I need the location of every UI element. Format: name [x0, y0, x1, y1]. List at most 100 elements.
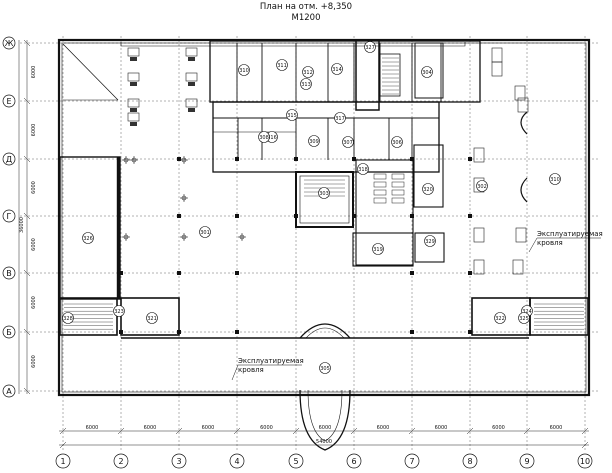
- column: [468, 157, 472, 161]
- wc-block: [355, 159, 414, 266]
- room-number: 304: [422, 70, 432, 76]
- room-number: 324: [522, 309, 532, 315]
- column: [119, 271, 123, 275]
- axis-bubble: [577, 453, 593, 469]
- walls: [57, 38, 591, 451]
- fixture-circle: [123, 234, 129, 240]
- dim-span-label: 6000: [550, 425, 563, 431]
- axis-number: 8: [467, 457, 472, 466]
- dimension-chain: [18, 39, 589, 449]
- room-number: 307: [343, 140, 353, 146]
- axis-bubble: [519, 453, 535, 469]
- axis-number: 9: [524, 457, 529, 466]
- toilet-stall: [391, 181, 405, 188]
- entrance-arch: [299, 323, 351, 339]
- desk: [185, 98, 198, 108]
- fixture-circle: [181, 157, 187, 163]
- chair: [188, 108, 195, 112]
- axis-letter: Б: [6, 328, 12, 337]
- room-number: 328: [63, 316, 73, 322]
- dim-tick: [408, 427, 416, 435]
- room-number: 302: [477, 184, 487, 190]
- dim-span-label: 6000: [31, 355, 37, 368]
- room-number: 322: [495, 316, 505, 322]
- outer-wall: [57, 38, 591, 397]
- dim-span-label: 6000: [31, 66, 37, 79]
- column: [352, 214, 356, 218]
- dim-total-label: 36000: [19, 217, 25, 233]
- room-number: 305: [320, 366, 330, 372]
- room-marker: [146, 312, 158, 324]
- axis-bubble: [346, 453, 362, 469]
- desk: [127, 72, 140, 82]
- dim-span-label: 6000: [31, 124, 37, 137]
- dim-tick: [581, 441, 589, 449]
- room-marker: [372, 243, 384, 255]
- axis-bubble: [2, 94, 16, 108]
- axis-bubble: [2, 152, 16, 166]
- core-middle: [212, 101, 440, 173]
- axis-bubble: [404, 453, 420, 469]
- room-number: 320: [423, 187, 433, 193]
- desk: [473, 147, 485, 163]
- desk: [512, 259, 524, 275]
- column: [410, 271, 414, 275]
- axis-letter: А: [6, 387, 12, 396]
- room-number: 303: [319, 191, 329, 197]
- axis-number: 4: [234, 457, 239, 466]
- stair-303-inner: [299, 175, 350, 224]
- column: [235, 330, 239, 334]
- axis-bubble: [2, 325, 16, 339]
- desk: [185, 72, 198, 82]
- room-number: 319: [373, 247, 383, 253]
- column: [119, 330, 123, 334]
- atrium-diagonal: [62, 43, 119, 101]
- room-number: 309: [309, 139, 319, 145]
- room-329-wall: [414, 232, 445, 263]
- desk: [127, 98, 140, 108]
- dim-span-label: 6000: [492, 425, 505, 431]
- axis-bubble: [462, 453, 478, 469]
- dim-span-label: 6000: [144, 425, 157, 431]
- room-number: 327: [365, 45, 375, 51]
- room-number: 329: [425, 239, 435, 245]
- desk: [185, 47, 198, 57]
- fixture-circle: [239, 234, 245, 240]
- room-marker: [476, 180, 488, 192]
- room-number: 311: [277, 63, 287, 69]
- room-number: 313: [301, 82, 311, 88]
- dim-span-label: 6000: [260, 425, 273, 431]
- dim-tick: [581, 427, 589, 435]
- room-marker: [319, 362, 331, 374]
- axis-bubble: [2, 209, 16, 223]
- dim-total-label: 54000: [316, 439, 332, 445]
- room-number: 326: [83, 236, 93, 242]
- axis-number: 1: [60, 457, 65, 466]
- desk: [517, 97, 529, 113]
- axis-letter: В: [6, 269, 12, 278]
- column: [468, 214, 472, 218]
- room-marker: [300, 78, 312, 90]
- stair-left-wall: [59, 297, 118, 336]
- toilet-stall: [391, 189, 405, 196]
- column: [410, 157, 414, 161]
- room-number: 308: [259, 135, 269, 141]
- dim-span-label: 6000: [319, 425, 332, 431]
- column: [235, 157, 239, 161]
- room-marker: [302, 66, 314, 78]
- chair: [188, 82, 195, 86]
- roof-label-right: Эксплуатируемая: [537, 230, 603, 238]
- axis-grid: [20, 36, 600, 450]
- outer-wall-inner: [61, 42, 587, 393]
- dim-tick: [350, 427, 358, 435]
- column: [177, 271, 181, 275]
- slab-edge: [120, 42, 466, 47]
- fixture-circle: [123, 157, 129, 163]
- axis-letter: Г: [7, 212, 12, 221]
- fixture-circle: [131, 157, 137, 163]
- room-marker: [518, 312, 530, 324]
- column: [294, 214, 298, 218]
- plan-title: План на отм. +8,350: [259, 2, 353, 12]
- toilet-stall: [391, 173, 405, 180]
- room-304-wall: [414, 42, 444, 99]
